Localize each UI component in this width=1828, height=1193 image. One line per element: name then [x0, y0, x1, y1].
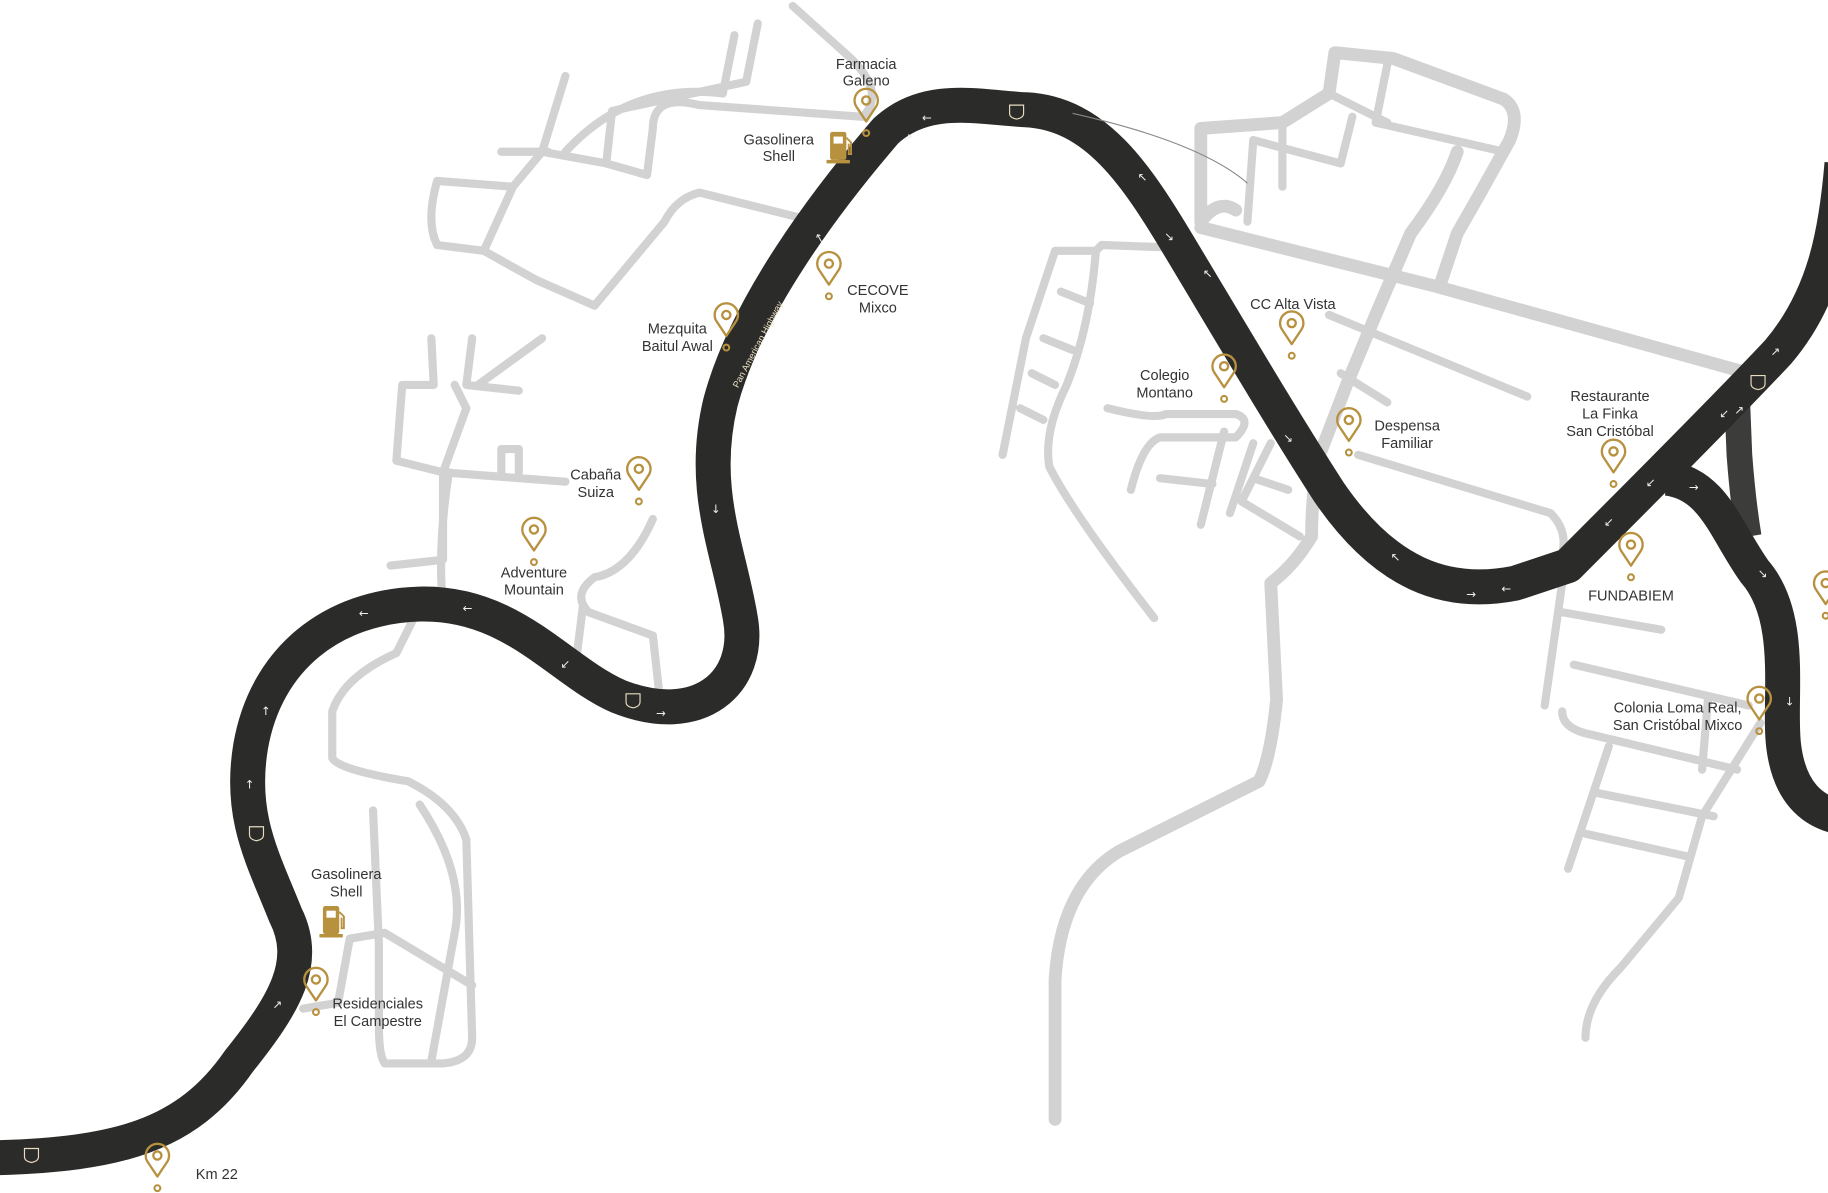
arrow-icon: →	[1689, 480, 1699, 494]
place-label: Familiar	[1381, 436, 1433, 452]
place-despensa-familiar[interactable]: Despensa Familiar	[1336, 407, 1441, 457]
place-label: Restaurante	[1570, 389, 1649, 405]
arrow-icon: ↘	[1283, 431, 1293, 445]
arrow-icon: ↓	[1785, 695, 1795, 709]
map-pin-icon	[1278, 310, 1305, 360]
arrow-icon: ↘	[1758, 566, 1768, 580]
place-fundabiem[interactable]: FUNDABIEM	[1588, 531, 1674, 605]
place-restaurante-la-finka[interactable]: Restaurante La Finka San Cristóbal	[1566, 389, 1654, 489]
place-label: Colegio	[1140, 368, 1189, 384]
place-residenciales-el-campestre[interactable]: Residenciales El Campestre	[303, 966, 423, 1030]
place-adventure-mountain[interactable]: Adventure Mountain	[501, 516, 567, 599]
place-cc-alta-vista[interactable]: CC Alta Vista	[1250, 297, 1337, 360]
place-label: La Finka	[1582, 407, 1639, 423]
place-label: Farmacia	[836, 57, 898, 73]
place-colonia-loma-real[interactable]: Colonia Loma Real, San Cristóbal Mixco	[1613, 685, 1773, 736]
place-label: Mezquita	[648, 322, 708, 338]
place-label: Adventure	[501, 565, 567, 581]
place-label: Gasolinera	[744, 133, 815, 149]
place-gasolinera-shell-north[interactable]: Gasolinera Shell	[744, 130, 852, 165]
arrow-icon: ↖	[1138, 170, 1148, 184]
direction-arrows: ← → → ↓ → ↙ ← ← ↑ ↑ ↗ ↖ ↘ ↖ ↘ ↖ → ← ↙ ↙ …	[245, 110, 1795, 1011]
place-label: Despensa	[1374, 418, 1440, 434]
place-cabana-suiza[interactable]: Cabaña Suiza	[570, 456, 652, 506]
route-shield-icon	[248, 826, 265, 842]
arrow-icon: ↓	[711, 502, 721, 516]
place-mezquita-baitul-awal[interactable]: Mezquita Baitul Awal	[642, 302, 740, 355]
arrow-icon: →	[656, 706, 666, 720]
map-pin-icon[interactable]	[1812, 570, 1828, 620]
arrow-icon: ←	[463, 601, 473, 615]
route-shield-icon	[23, 1147, 40, 1164]
map-pin-icon	[1600, 438, 1627, 489]
place-gasolinera-shell-south[interactable]: Gasolinera Shell	[311, 867, 382, 939]
pan-american-highway[interactable]	[0, 87, 1828, 1176]
arrow-icon: ↙	[1646, 475, 1656, 489]
place-colegio-montano[interactable]: Colegio Montano	[1136, 353, 1237, 403]
place-label: FUNDABIEM	[1588, 589, 1674, 605]
place-label: Colonia Loma Real,	[1614, 700, 1742, 716]
place-label: Gasolinera	[311, 867, 382, 883]
route-shield-icon	[625, 693, 641, 709]
arrow-icon: ←	[922, 110, 932, 124]
place-label: Shell	[763, 149, 795, 165]
arrow-icon: ↗	[273, 998, 283, 1012]
place-label: CECOVE	[847, 283, 909, 299]
place-label: Montano	[1136, 386, 1193, 402]
place-label: Mountain	[504, 583, 564, 599]
place-label: Residenciales	[332, 997, 423, 1013]
gas-station-icon	[318, 905, 345, 939]
place-label: CC Alta Vista	[1250, 297, 1336, 313]
place-label: Cabaña	[570, 467, 622, 483]
arrow-icon: ↙	[1719, 407, 1729, 421]
arrow-icon: ↗	[1771, 345, 1781, 359]
place-label: Mixco	[859, 301, 897, 317]
place-label: Baitul Awal	[642, 339, 713, 355]
arrow-icon: ↘	[1164, 229, 1174, 243]
route-shield-icon	[1750, 374, 1766, 391]
place-label: San Cristóbal Mixco	[1613, 718, 1743, 734]
place-label: Suiza	[578, 485, 615, 501]
place-label: El Campestre	[334, 1014, 422, 1030]
arrow-icon: ↑	[245, 777, 255, 791]
place-label: Shell	[330, 885, 362, 901]
place-label: San Cristóbal	[1566, 424, 1653, 440]
arrow-icon: ←	[359, 606, 369, 620]
arrow-icon: →	[1466, 587, 1476, 601]
place-label: Km 22	[196, 1167, 238, 1183]
place-cecove-mixco[interactable]: CECOVE Mixco	[816, 250, 909, 317]
place-label: Galeno	[843, 73, 890, 89]
map-pin-icon	[816, 250, 842, 301]
arrow-icon: ↙	[1604, 515, 1614, 529]
arrow-icon: ↖	[1391, 550, 1401, 564]
arrow-icon: ↗	[1735, 403, 1745, 417]
route-shield-icon	[1009, 104, 1025, 120]
arrow-icon: ↑	[261, 704, 271, 718]
arrow-icon: ←	[1501, 581, 1511, 595]
place-km-22[interactable]: Km 22	[144, 1142, 238, 1193]
map-pin-icon	[626, 456, 652, 506]
map-pin-icon	[521, 516, 547, 567]
map-pin-icon	[1618, 531, 1644, 582]
local-roads	[299, 1, 1765, 1126]
arrow-icon: ↙	[561, 657, 571, 671]
arrow-icon: ↖	[1203, 267, 1213, 281]
place-farmacia-galeno[interactable]: Farmacia Galeno	[836, 57, 898, 138]
